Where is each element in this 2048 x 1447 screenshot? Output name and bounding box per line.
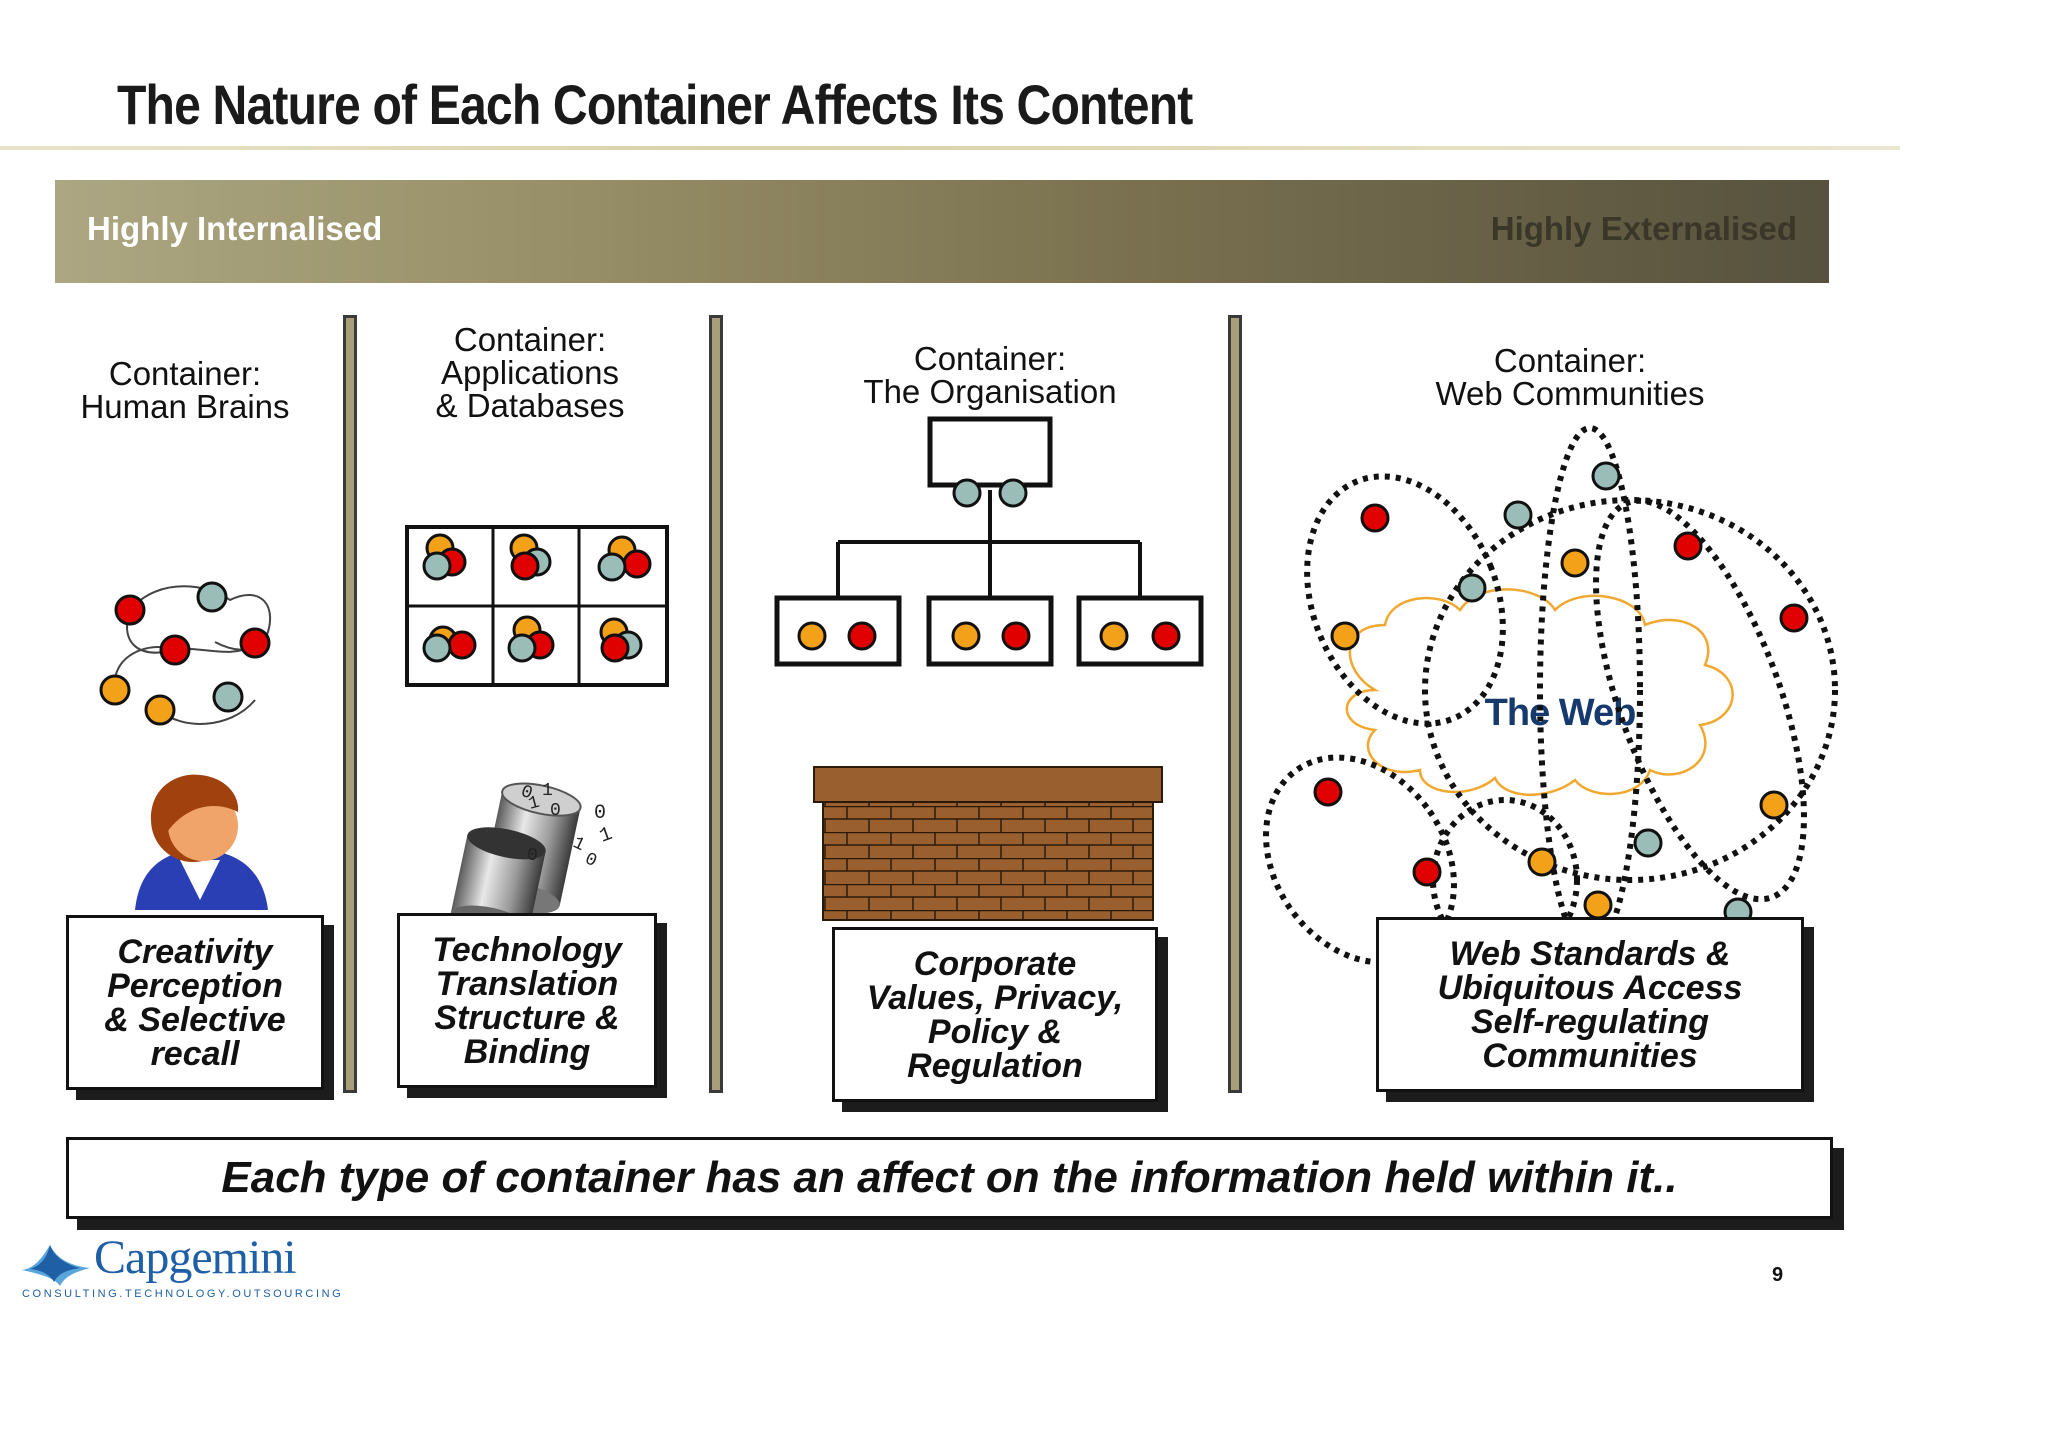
content-node [447, 630, 477, 660]
binary-digit: 0 [581, 849, 599, 872]
note-box-web-communities: Web Standards & Ubiquitous Access Self-r… [1376, 917, 1804, 1092]
org-chart [774, 416, 1204, 667]
brain-node-red-1 [114, 594, 146, 626]
content-node [951, 621, 981, 651]
slide-title: The Nature of Each Container Affects Its… [117, 73, 1193, 136]
container-label-organisation: Container: The Organisation [863, 340, 1117, 410]
brain-node-teal-1 [196, 581, 228, 613]
content-node [1673, 531, 1703, 561]
binary-digit: 0 [550, 801, 561, 821]
web-label: The Web [1485, 692, 1636, 734]
web-cloud: The Web [1345, 588, 1734, 796]
content-node [1457, 573, 1487, 603]
summary-statement: Each type of container has an affect on … [221, 1153, 1678, 1202]
content-node [422, 633, 452, 663]
binary-digit: 1 [597, 823, 616, 849]
column-divider-2 [709, 315, 723, 1093]
content-node [507, 633, 537, 663]
note-box-human-brains: Creativity Perception & Selective recall [66, 915, 324, 1090]
content-node [797, 621, 827, 651]
column-divider-1 [343, 315, 357, 1093]
note-box-organisation: Corporate Values, Privacy, Policy & Regu… [832, 927, 1158, 1102]
note-box-applications: Technology Translation Structure & Bindi… [397, 913, 657, 1088]
binary-digit: 0 [527, 846, 538, 866]
content-node [1527, 847, 1557, 877]
content-node [998, 478, 1028, 508]
content-node [1313, 777, 1343, 807]
content-node [1759, 790, 1789, 820]
content-node [622, 549, 652, 579]
content-node [1503, 500, 1533, 530]
brain-node-teal-2 [212, 681, 244, 713]
container-label-human-brains: Container: Human Brains [80, 355, 290, 425]
brain-node-red-3 [239, 627, 271, 659]
content-node [1583, 890, 1613, 920]
brain-node-red-2 [159, 634, 191, 666]
firewall-brick-wall [813, 766, 1163, 921]
content-node [1099, 621, 1129, 651]
spade-logo-icon [22, 1245, 90, 1286]
content-node [600, 633, 630, 663]
content-node [510, 551, 540, 581]
capgemini-logo[interactable]: Capgemini CONSULTING.TECHNOLOGY.OUTSOURC… [20, 1231, 341, 1312]
internalised-externalised-band: Highly Internalised Highly Externalised [55, 180, 1829, 283]
logo-wordmark: Capgemini [94, 1231, 297, 1284]
content-node [1412, 857, 1442, 887]
title-underline [0, 146, 1900, 150]
person-icon [135, 774, 268, 910]
brain-node-orange-1 [99, 674, 131, 706]
content-node [1633, 828, 1663, 858]
content-node [1779, 603, 1809, 633]
binary-digit: 1 [542, 781, 553, 801]
note-human-brains: Creativity Perception & Selective recall [104, 932, 286, 1073]
brain-node-orange-2 [144, 694, 176, 726]
content-node [1360, 503, 1390, 533]
logo-tagline: CONSULTING.TECHNOLOGY.OUTSOURCING [22, 1288, 344, 1300]
content-node [1591, 461, 1621, 491]
band-right-label: Highly Externalised [1490, 210, 1797, 247]
column-divider-3 [1228, 315, 1242, 1093]
band-left-label: Highly Internalised [87, 210, 383, 247]
note-applications: Technology Translation Structure & Bindi… [432, 930, 622, 1071]
container-label-web-communities: Container: Web Communities [1435, 342, 1705, 412]
content-node [847, 621, 877, 651]
content-node [952, 478, 982, 508]
page-number: 9 [1772, 1264, 1784, 1286]
brain-network [99, 581, 271, 726]
summary-box: Each type of container has an affect on … [66, 1137, 1833, 1219]
content-node [422, 551, 452, 581]
container-label-applications: Container: Applications & Databases [435, 321, 625, 424]
binary-digit: 0 [594, 802, 606, 825]
content-node [597, 552, 627, 582]
content-node [1560, 548, 1590, 578]
note-organisation: Corporate Values, Privacy, Policy & Regu… [866, 944, 1124, 1085]
content-node [1330, 621, 1360, 651]
content-node [1001, 621, 1031, 651]
content-node [1151, 621, 1181, 651]
binary-digit: 1 [526, 793, 542, 815]
note-web-communities: Web Standards & Ubiquitous Access Self-r… [1437, 934, 1743, 1075]
web-community-rings [1263, 425, 1838, 966]
